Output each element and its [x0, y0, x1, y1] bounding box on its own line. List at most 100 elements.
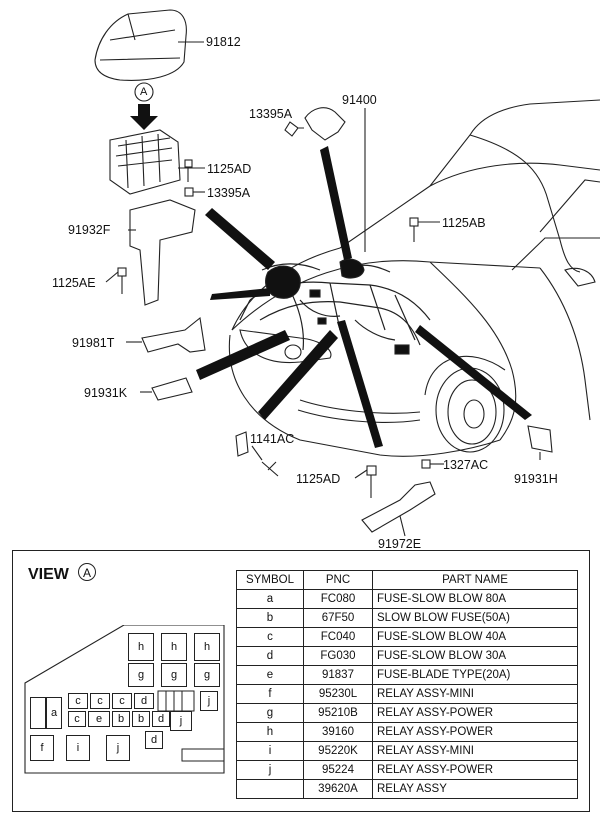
row-pnc: 95220K [303, 741, 373, 761]
harness-junction-right [339, 258, 365, 279]
car-fender [429, 261, 591, 441]
harness-junction-main [265, 265, 301, 299]
fuse-cell-d2: d [152, 711, 170, 727]
row-symbol: j [236, 760, 304, 780]
nut-1327AC [421, 459, 444, 469]
fuse-cell-c3: c [112, 693, 132, 709]
row-part-name: RELAY ASSY-MINI [372, 684, 578, 704]
car-side-window [511, 179, 600, 271]
car-grille [297, 399, 421, 423]
fuse-cell-f: f [30, 735, 54, 761]
row-symbol: e [236, 665, 304, 685]
fuse-cell-g1: g [128, 663, 154, 687]
row-symbol: a [236, 589, 304, 609]
bolt-1125AD-top [184, 159, 193, 182]
clip-1141AC [235, 431, 249, 457]
callout-13395A-left: 13395A [249, 107, 293, 121]
fuse-cell-j1: j [200, 691, 218, 711]
row-part-name: RELAY ASSY-POWER [372, 722, 578, 742]
callout-91400: 91400 [342, 93, 377, 107]
bracket-91972E [361, 481, 436, 533]
marker-a-arrow [130, 104, 158, 130]
bolt-1125AD-bottom [354, 465, 377, 498]
row-part-name: RELAY ASSY [372, 779, 578, 799]
header-part-name: PART NAME [372, 570, 578, 590]
table-header-row: SYMBOL PNC PART NAME [236, 570, 578, 590]
callout-91932F: 91932F [68, 223, 111, 237]
callout-1141AC: 1141AC [250, 432, 295, 446]
callout-13395A-right: 13395A [207, 186, 251, 200]
fuse-cell-h3: h [194, 633, 220, 661]
row-part-name: FUSE-SLOW BLOW 30A [372, 646, 578, 666]
row-part-name: RELAY ASSY-MINI [372, 741, 578, 761]
fuse-cell-b2: b [132, 711, 150, 727]
row-pnc: 95224 [303, 760, 373, 780]
nut-13395A-top [184, 187, 205, 197]
callout-marker-a: A [140, 86, 148, 98]
fuse-box-outline [24, 625, 225, 774]
fuse-cell-g2: g [161, 663, 187, 687]
row-pnc: FC080 [303, 589, 373, 609]
row-pnc: FG030 [303, 646, 373, 666]
fuse-cell-b1: b [112, 711, 130, 727]
fuse-cell-g3: g [194, 663, 220, 687]
row-symbol: h [236, 722, 304, 742]
car-wheel-cap [463, 399, 485, 429]
callout-91931K: 91931K [84, 386, 128, 400]
fuse-box-label-plate [181, 748, 225, 762]
fuse-cell-h1: h [128, 633, 154, 661]
callout-91931H: 91931H [514, 472, 558, 486]
callout-1125AD-top: 1125AD [207, 162, 252, 176]
harness-connector-3 [317, 317, 327, 325]
duct-91400 [304, 107, 346, 141]
leader-wedges [196, 146, 532, 448]
header-pnc: PNC [303, 570, 373, 590]
row-pnc: 95210B [303, 703, 373, 723]
view-a-panel [12, 550, 590, 812]
car-hood [231, 260, 541, 331]
fuse-cell-a: a [46, 697, 62, 729]
row-symbol: i [236, 741, 304, 761]
harness-connector-1 [309, 289, 321, 298]
screw-1141AC [251, 445, 279, 477]
row-symbol: c [236, 627, 304, 647]
fuse-cell-blank [30, 697, 46, 729]
fuse-cell-e: e [88, 711, 110, 727]
row-part-name: FUSE-SLOW BLOW 80A [372, 589, 578, 609]
fuse-cell-d1: d [134, 693, 154, 709]
fuse-box-cover [94, 9, 187, 81]
row-symbol [236, 779, 304, 799]
row-symbol: g [236, 703, 304, 723]
row-part-name: RELAY ASSY-POWER [372, 703, 578, 723]
row-part-name: RELAY ASSY-POWER [372, 760, 578, 780]
fuse-cell-j2: j [170, 711, 192, 731]
bracket-91932F [129, 199, 196, 306]
row-symbol: d [236, 646, 304, 666]
car-wheel-hub [447, 379, 497, 445]
car-mirror [564, 267, 596, 287]
harness-connector-2 [394, 344, 410, 355]
bracket-91981T [141, 316, 206, 353]
car-fog-lamp [284, 344, 302, 360]
fuse-cell-c4: c [68, 711, 86, 727]
bolt-1125AE [105, 267, 127, 294]
bracket-91931H [527, 425, 553, 453]
header-symbol: SYMBOL [236, 570, 304, 590]
row-part-name: FUSE-BLADE TYPE(20A) [372, 665, 578, 685]
row-pnc: FC040 [303, 627, 373, 647]
car-roof-line [429, 99, 600, 187]
row-symbol: b [236, 608, 304, 628]
row-pnc: 67F50 [303, 608, 373, 628]
